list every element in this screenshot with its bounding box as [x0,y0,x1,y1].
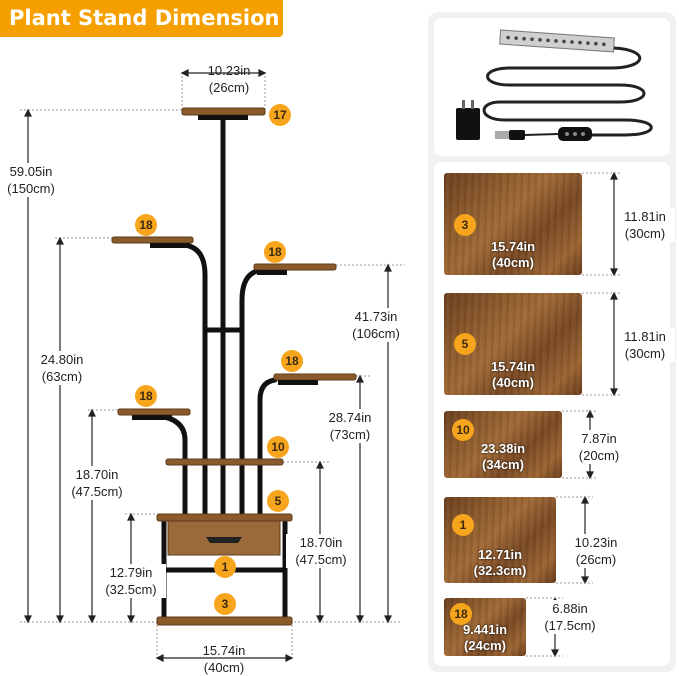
dim-right-low-height: 18.70in(47.5cm) [286,534,356,568]
page-title: Plant Stand Dimension [0,0,283,37]
dim-drawer-height: 12.79in(32.5cm) [96,564,166,598]
dim-top-width: 10.23in(26cm) [207,63,251,95]
power-adapter-icon [456,100,480,140]
cable-icon [482,46,653,137]
badge-drawer: 1 [214,556,236,578]
shelf-board-18: 18 9.441in(24cm) [444,598,526,656]
shelf-depth-10: 7.87in(20cm) [574,430,624,464]
badge-left-upper-shelf: 18 [135,214,157,236]
shelf-brackets [132,115,318,420]
badge-center-shelf: 10 [267,436,289,458]
shelf-depth-5: 11.81in(30cm) [615,328,675,362]
shelf-board-5: 5 15.74in(40cm) [444,293,582,395]
shelf-width-label: 15.74in(40cm) [490,359,536,390]
dim-total-height: 59.05in(150cm) [0,163,66,197]
badge-right-mid-shelf: 18 [281,350,303,372]
shelf-width-label: 9.441in(24cm) [462,622,508,653]
dimension-arrows [24,69,392,662]
dim-left-upper-height: 24.80in(63cm) [30,351,94,385]
shelf-board-3: 3 15.74in(40cm) [444,173,582,275]
shelf-width-label: 23.38in(34cm) [480,441,526,472]
shelf-badge: 3 [454,214,476,236]
shelf-depth-18: 6.88in(17.5cm) [536,600,604,634]
badge-drawer-top: 5 [267,490,289,512]
dim-base-width: 15.74in(40cm) [202,643,246,675]
shelf-badge: 1 [452,514,474,536]
badge-left-mid-shelf: 18 [135,385,157,407]
shelf-width-label: 15.74in(40cm) [490,239,536,270]
shelf-depth-1: 10.23in(26cm) [566,534,626,568]
shelf-guide-lines [526,172,622,657]
drawer [167,520,281,556]
shelf-boards [111,107,357,626]
badge-top-shelf: 17 [269,104,291,126]
dim-left-mid-height: 18.70in(47.5cm) [62,466,132,500]
led-strip-icon [499,29,615,53]
shelf-badge: 18 [450,603,472,625]
shelf-badge: 5 [454,333,476,355]
dim-right-upper-height: 41.73in(106cm) [341,308,411,342]
dim-right-mid-height: 28.74in(73cm) [318,409,382,443]
usb-plug-icon [495,130,559,140]
switch-controller-icon [558,127,592,141]
shelf-badge: 10 [452,419,474,441]
badge-right-upper-shelf: 18 [264,241,286,263]
shelf-board-1: 1 12.71in(32.3cm) [444,497,556,583]
shelf-width-label: 12.71in(32.3cm) [473,547,527,578]
badge-bottom-shelf: 3 [214,593,236,615]
shelf-depth-3: 11.81in(30cm) [615,208,675,242]
shelf-board-10: 10 23.38in(34cm) [444,411,562,478]
